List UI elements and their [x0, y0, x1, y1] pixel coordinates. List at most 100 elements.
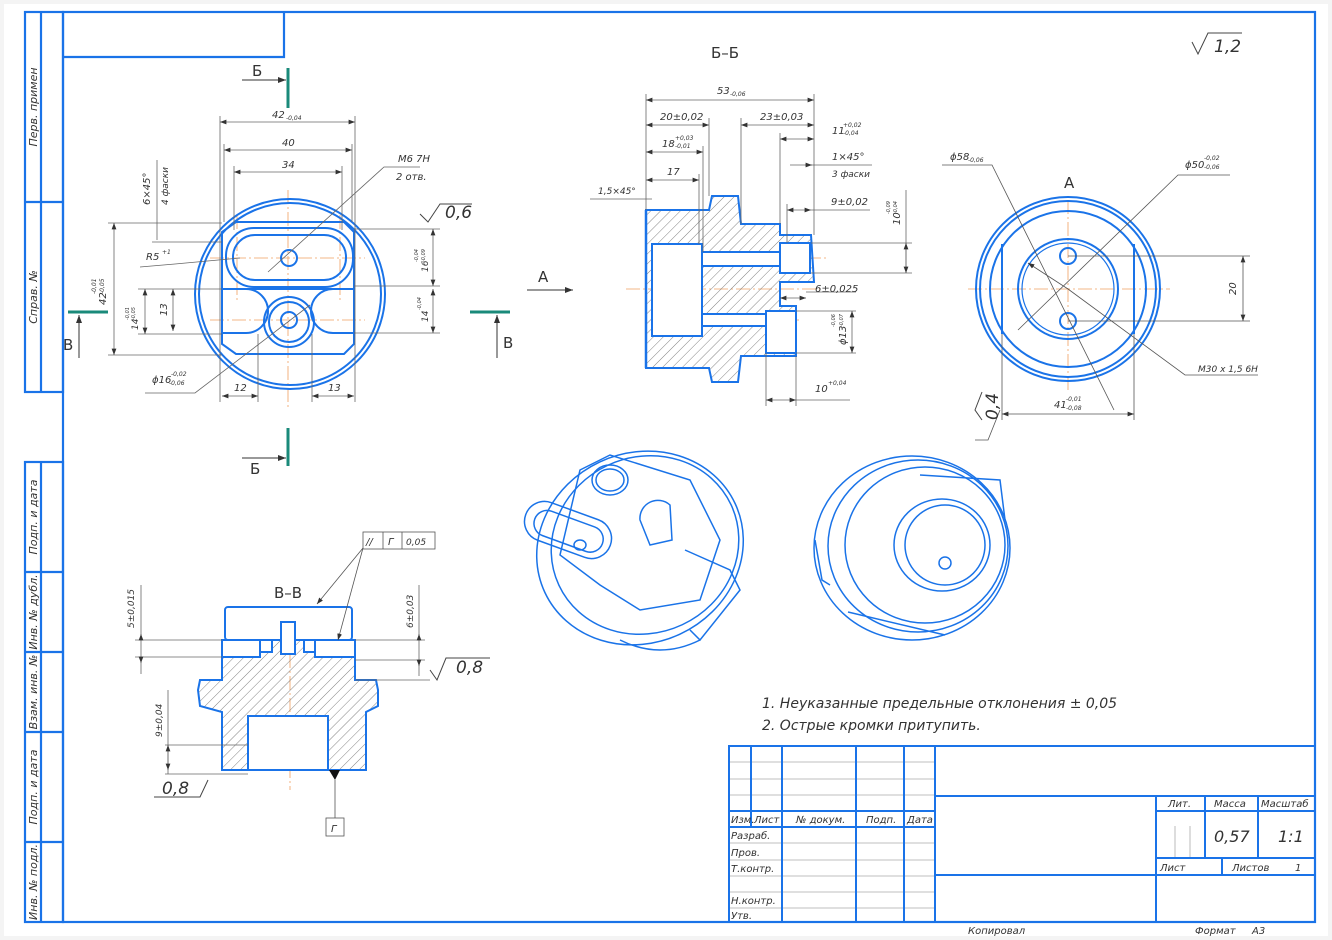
dim-radius-tol: +1 — [162, 249, 171, 256]
dim-dia13-tol-low: -0,07 — [839, 313, 845, 327]
dim-dia58: ϕ58 — [950, 152, 969, 163]
dim-radius: R5 — [146, 252, 159, 263]
dim-20: 20±0,02 — [660, 112, 703, 123]
dim-41-tol-low: -0,08 — [1066, 405, 1082, 412]
roughness-0-8-right: 0,8 — [456, 658, 483, 678]
dim-11-tol-low: -0,04 — [843, 130, 859, 137]
dim-18-tol-low: -0,01 — [675, 143, 691, 150]
sheet-frame — [23, 10, 1317, 924]
dim-12: 12 — [234, 383, 247, 394]
dim-chamfer-1: 1×45° — [832, 152, 864, 163]
roughness-general-value: 1,2 — [1214, 37, 1241, 57]
dim-dia50-tol-up: -0,02 — [1204, 155, 1220, 162]
dim-14-left-tol-up: -0,01 — [125, 307, 131, 320]
dim-53: 53 — [717, 86, 730, 97]
sidebar-label-sprav-no: Справ. № — [27, 270, 40, 324]
front-view: Б Б В В А — [63, 62, 573, 478]
dim-17: 17 — [667, 167, 680, 178]
dim-53-tol: -0,06 — [730, 91, 746, 98]
tb-sheets-label: Листов — [1231, 863, 1269, 874]
tolerance-value: 0,05 — [406, 538, 426, 548]
section-v-v: В–В // Г 0,05 Г — [127, 531, 490, 837]
isometric-view-2 — [813, 455, 1011, 641]
tb-mass-value: 0,57 — [1214, 827, 1250, 846]
tb-header-podp: Подп. — [866, 815, 896, 826]
dim-dia13-tol-up: -0,06 — [831, 314, 837, 327]
tb-role-utv: Утв. — [731, 911, 752, 922]
dim-20-a: 20 — [1228, 282, 1239, 295]
tb-format-value: А3 — [1251, 926, 1265, 937]
roughness-0-6: 0,6 — [445, 203, 472, 223]
section-mark-b-bottom: Б — [242, 428, 290, 478]
dim-dia50: ϕ50 — [1185, 160, 1204, 171]
technical-notes: 1. Неуказанные предельные отклонения ± 0… — [762, 696, 1117, 734]
section-mark-b-top: Б — [242, 62, 290, 108]
dim-42-left-tol-up: -0,01 — [91, 278, 98, 294]
dim-thread-m30: М30 x 1,5 6Н — [1198, 365, 1258, 375]
dim-40: 40 — [282, 138, 295, 149]
datum-g: Г — [325, 770, 345, 837]
tb-sheets-value: 1 — [1295, 863, 1301, 874]
dim-dia16-tol-up: -0,02 — [171, 371, 187, 378]
dim-dia50-tol-low: -0,06 — [1204, 164, 1220, 171]
tb-header-list: Лист — [753, 815, 781, 826]
paper — [4, 4, 1328, 936]
sidebar-label-inv-podl: Инв. № подл. — [27, 844, 40, 920]
isometric-view-1 — [523, 450, 745, 651]
dim-dia16-tol-low: -0,06 — [169, 380, 185, 387]
dim-thread-note: 2 отв. — [396, 172, 427, 183]
view-arrow-a: А — [527, 268, 573, 293]
dim-41: 41 — [1054, 400, 1067, 411]
svg-text:Б: Б — [252, 62, 262, 80]
dim-10-bottom-tol: +0,04 — [828, 380, 847, 387]
roughness-0-4: 0,4 — [983, 393, 1003, 420]
dim-42-left: 42 — [98, 292, 109, 305]
note-2: 2. Острые кромки притупить. — [762, 718, 981, 734]
dim-10-side-tol-up: -0,09 — [886, 201, 892, 214]
dim-42-top: 42 — [272, 110, 285, 121]
dim-chamfer-1-note: 3 фаски — [832, 170, 870, 180]
svg-text:В: В — [503, 334, 513, 352]
tb-header-data: Дата — [906, 815, 933, 826]
dim-14-left-tol-low: -0,05 — [131, 307, 137, 320]
note-1: 1. Неуказанные предельные отклонения ± 0… — [762, 696, 1117, 712]
section-mark-v-right: В — [470, 310, 513, 358]
dim-thread-m6: М6 7Н — [398, 154, 431, 165]
dim-11-tol-up: +0,02 — [843, 122, 862, 129]
dim-18-tol-up: +0,03 — [675, 135, 694, 142]
dim-10-side: 10 — [892, 212, 903, 225]
sidebar-label-perv-primen: Перв. примен — [27, 67, 40, 146]
dim-23: 23±0,03 — [760, 112, 803, 123]
svg-text:А: А — [538, 268, 549, 286]
dim-5: 5±0,015 — [127, 589, 137, 628]
dim-chamfer-1-5: 1,5×45° — [598, 187, 636, 197]
datum-label: Г — [331, 824, 338, 835]
tb-copied-label: Копировал — [968, 926, 1026, 937]
dim-16-right-tol-up: -0,04 — [414, 249, 420, 262]
dim-16-right-tol-low: -0,09 — [421, 249, 427, 262]
tb-role-razrab: Разраб. — [731, 830, 770, 842]
tb-role-tkontr: Т.контр. — [731, 864, 774, 875]
dim-34: 34 — [282, 160, 295, 171]
sidebar-label-vzam-inv: Взам. инв. № — [27, 655, 40, 730]
dim-6: 6±0,025 — [815, 284, 858, 295]
tb-role-prov: Пров. — [731, 848, 760, 859]
dim-chamfer: 6×45° — [142, 173, 153, 205]
dim-41-tol-up: -0,01 — [1066, 396, 1082, 403]
tb-sheet-label: Лист — [1159, 863, 1187, 874]
tb-role-nkontr: Н.контр. — [731, 896, 776, 907]
view-a: А — [942, 152, 1258, 441]
dim-42-left-tol-low: -0,05 — [99, 278, 106, 294]
dim-9-vv: 9±0,04 — [155, 703, 165, 737]
section-b-b-title: Б–Б — [711, 44, 739, 62]
tolerance-frame: // Г 0,05 — [316, 531, 436, 641]
tolerance-datum: Г — [388, 537, 395, 548]
section-v-v-title: В–В — [274, 584, 302, 602]
roughness-general: 1,2 — [1191, 32, 1242, 57]
dim-11: 11 — [832, 126, 845, 137]
dim-9: 9±0,02 — [831, 197, 868, 208]
dim-42-top-tol: -0,04 — [286, 115, 302, 122]
dim-dia13: ϕ13 — [838, 326, 849, 345]
tb-scale-label: Масштаб — [1261, 798, 1309, 810]
